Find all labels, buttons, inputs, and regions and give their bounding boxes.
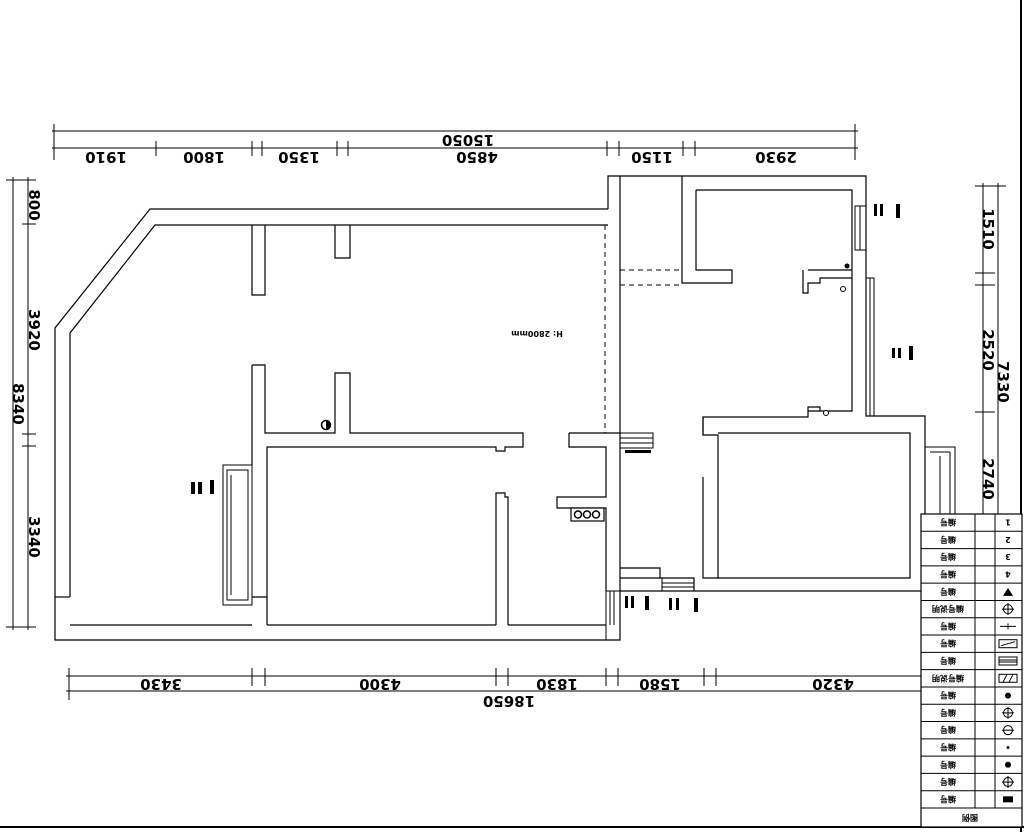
legend-row-label: 编号 <box>940 794 956 804</box>
bottom-total-label: 18650 <box>483 692 535 710</box>
top-segment-2: 1800 <box>183 148 225 166</box>
bottom-segment-4: 1580 <box>639 675 681 693</box>
legend-symbol-3-icon: 3 <box>1005 552 1011 561</box>
fixture-point-3 <box>840 286 846 292</box>
legend-row-label: 编号 <box>940 725 956 735</box>
legend-symbol-dot-2-icon <box>1005 761 1011 768</box>
legend-symbol-1-icon: 1 <box>1005 518 1011 527</box>
fixtures <box>320 263 850 522</box>
legend-row-label: 编号 <box>940 621 956 631</box>
legend-row-label: 编号 <box>940 535 956 545</box>
note-marks <box>191 204 913 612</box>
bottom-segment-2: 4300 <box>359 675 401 693</box>
windows <box>222 205 956 641</box>
dashed-partitions <box>604 225 682 433</box>
legend-symbol-circle-cross-icon <box>1002 706 1014 719</box>
legend-symbol-hatched-box-icon <box>998 673 1018 683</box>
exterior-walls <box>54 175 926 641</box>
legend-symbol-triangle-icon <box>1003 587 1013 596</box>
legend-symbol-header-icon <box>1003 796 1013 803</box>
top-segment-6: 2930 <box>755 148 797 166</box>
left-segment-3: 3340 <box>25 516 43 558</box>
top-segment-3: 1350 <box>278 148 320 166</box>
right-segment-1: 1510 <box>979 208 997 250</box>
top-segment-4: 4850 <box>456 148 498 166</box>
legend-row-label: 编号 <box>940 552 956 562</box>
legend-title: 图例 <box>962 813 978 823</box>
legend-row-label: 编号 <box>940 691 956 701</box>
legend-row-label: 编号 <box>940 570 956 580</box>
left-segment-1: 800 <box>25 189 43 220</box>
legend-row-label: 编号 <box>940 760 956 770</box>
legend-symbol-box-circle-icon <box>1002 603 1014 616</box>
right-dimension-chain: 7330 1510 2520 2740 <box>975 183 1012 560</box>
bottom-segment-3: 1830 <box>536 675 578 693</box>
top-total-label: 15050 <box>442 131 494 149</box>
legend-row-label: 编号 <box>940 777 956 787</box>
legend-symbol-4-icon: 4 <box>1005 570 1011 579</box>
legend-symbol-cross-line-icon <box>1000 623 1016 630</box>
legend-row-label: 编号 <box>940 639 956 649</box>
fixture-point-2 <box>844 263 850 269</box>
legend-symbol-circle-dot-icon <box>1002 725 1014 736</box>
top-dimension-chain: 15050 1910 1800 1350 4850 1150 2930 <box>52 124 858 166</box>
legend-row-label: 编号 <box>940 587 956 597</box>
legend-row-label: 编号 <box>940 656 956 666</box>
right-segment-3: 2740 <box>979 458 997 500</box>
legend-row-label: 编号 <box>940 742 956 752</box>
bottom-segment-1: 3430 <box>140 675 182 693</box>
legend-row-label: 编号说明 <box>932 673 964 683</box>
legend-row-label: 编号 <box>940 708 956 718</box>
fixture-point-4 <box>823 410 829 416</box>
legend-symbol-small-dot-icon <box>1006 745 1010 749</box>
ceiling-height-note: H: 2800mm <box>511 329 563 338</box>
legend-symbol-target-icon <box>1002 776 1014 789</box>
legend-symbol-2-icon: 2 <box>1005 535 1011 544</box>
left-total-label: 8340 <box>9 383 27 425</box>
bottom-dimension-chain: 18650 3430 4300 1830 1580 4320 <box>66 668 930 710</box>
legend-row-label: 编号说明 <box>932 604 964 614</box>
left-segment-2: 3920 <box>25 309 43 351</box>
legend-symbol-double-box-icon <box>998 656 1018 666</box>
top-segment-1: 1910 <box>85 148 127 166</box>
bottom-segment-5: 4320 <box>812 675 854 693</box>
right-segment-2: 2520 <box>979 329 997 371</box>
left-dimension-chain: 8340 800 3920 3340 <box>6 177 43 630</box>
legend-symbol-slash-box-icon <box>998 639 1018 649</box>
legend-symbol-dot-icon <box>1005 692 1011 699</box>
interior-walls <box>251 176 911 625</box>
right-total-label: 7330 <box>994 361 1012 403</box>
top-segment-5: 1150 <box>631 148 673 166</box>
legend-row-label: 编号 <box>940 518 956 528</box>
